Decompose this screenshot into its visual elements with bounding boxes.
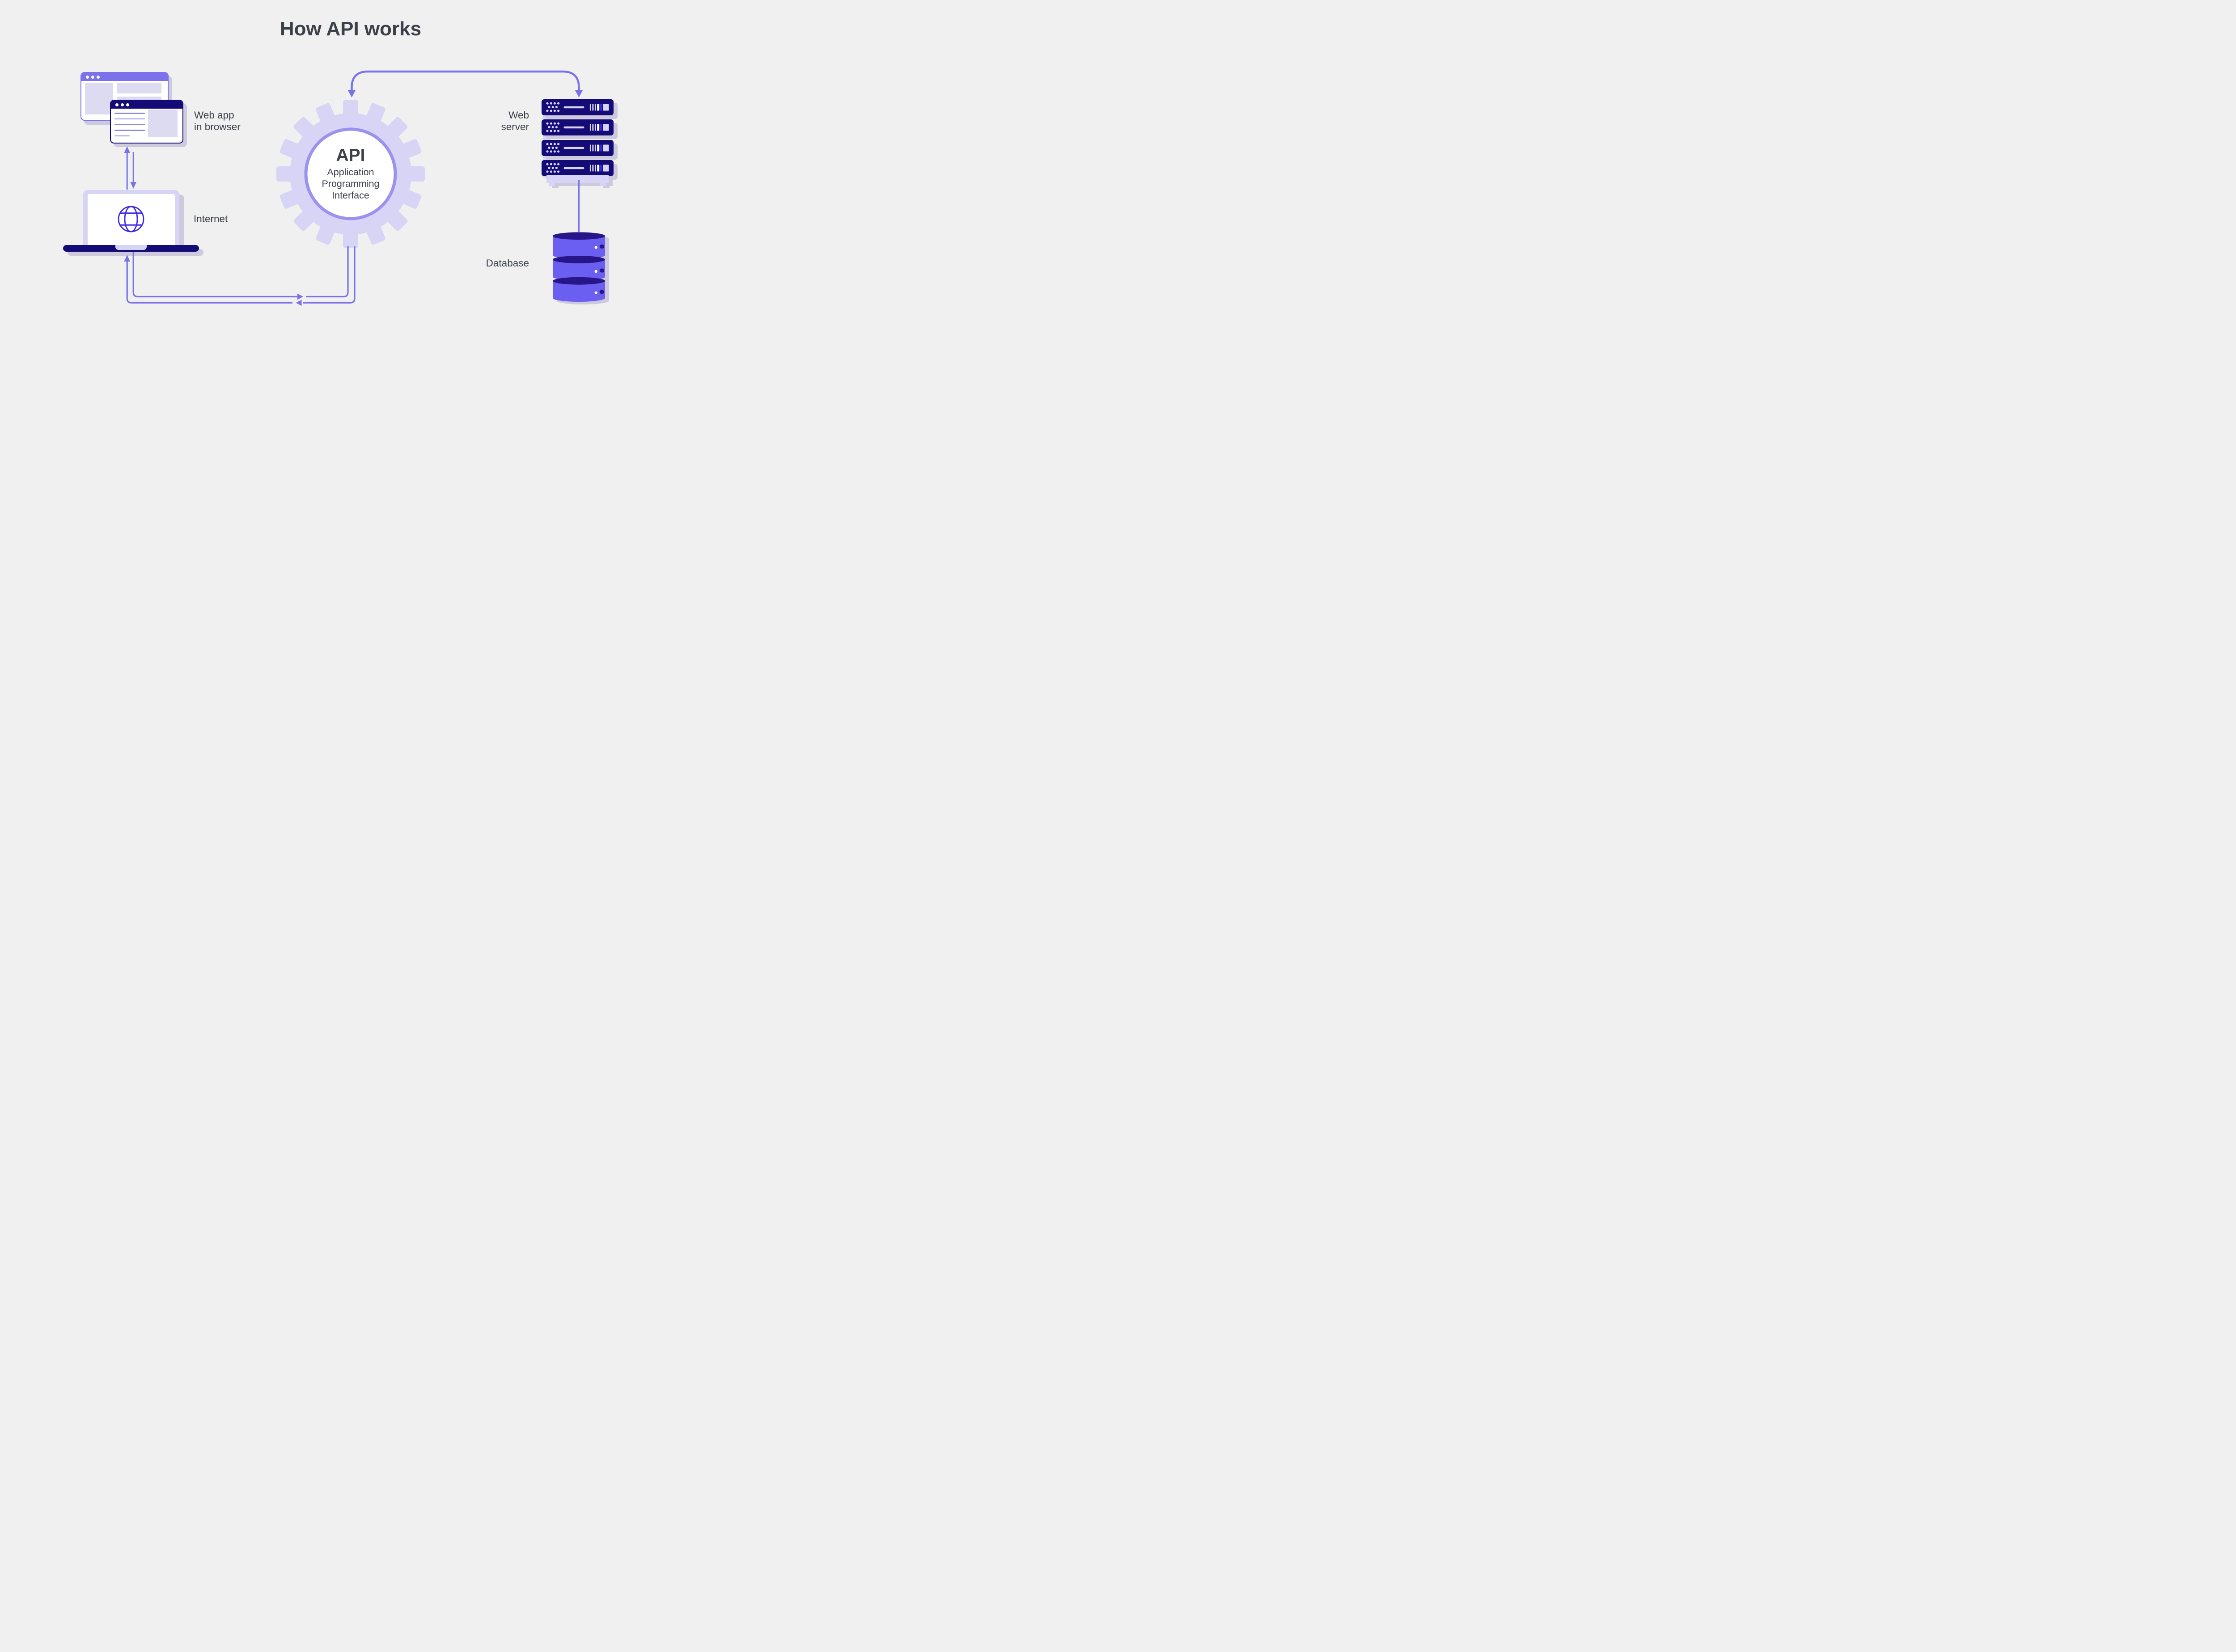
text-line-placeholder — [114, 124, 145, 125]
arrow-down-icon — [347, 90, 356, 97]
arrow-down-icon — [575, 90, 583, 97]
server-dots — [546, 122, 560, 132]
arrow-up-icon — [124, 255, 130, 262]
db-led-white — [594, 291, 597, 295]
server-foot — [600, 183, 606, 186]
page-title: How API works — [280, 18, 422, 40]
db-led-dark — [599, 268, 604, 273]
arrow-left-icon — [296, 300, 302, 306]
server-dots — [546, 143, 560, 152]
arrow-laptop-api — [132, 246, 349, 300]
server-slot-line — [563, 167, 584, 169]
server-stand — [546, 175, 609, 183]
window-dot-icon — [121, 103, 124, 106]
database-disc — [553, 256, 605, 281]
database-icon — [553, 232, 609, 304]
server-foot — [549, 183, 555, 186]
server-unit-icon — [542, 160, 614, 176]
arrow-api-laptop — [124, 246, 356, 306]
window-dot-icon — [97, 75, 100, 79]
web-server-label-line1: Web — [508, 110, 529, 121]
web-app-label-line1: Web app — [194, 110, 234, 121]
server-dots — [546, 163, 560, 173]
web-server-label: Web server — [501, 110, 529, 133]
server-unit-icon — [542, 139, 614, 156]
text-line-placeholder — [114, 113, 145, 114]
api-subtitle: Application Programming Interface — [284, 166, 418, 201]
server-drive-bars — [589, 124, 609, 131]
window-dot-icon — [126, 103, 129, 106]
api-subtitle-line2: Programming — [322, 178, 380, 189]
internet-label: Internet — [194, 213, 228, 224]
server-drive-bars — [589, 165, 609, 172]
text-line-placeholder — [114, 118, 145, 120]
window-dot-icon — [86, 75, 89, 79]
arrow-right-icon — [297, 293, 303, 300]
api-subtitle-line3: Interface — [332, 190, 369, 201]
server-drive-bars — [589, 144, 609, 151]
db-led-white — [594, 246, 597, 249]
server-unit-graphic — [546, 122, 609, 132]
web-server-label-line2: server — [501, 121, 529, 132]
db-led-white — [594, 270, 597, 273]
text-line-placeholder — [114, 129, 145, 131]
content-placeholder-block — [148, 109, 178, 137]
laptop-notch — [115, 245, 147, 250]
db-led-dark — [599, 290, 604, 294]
server-slot-line — [563, 147, 584, 149]
gear-icon — [276, 100, 425, 248]
server-slot-line — [563, 126, 584, 129]
arrow-down-icon — [130, 182, 136, 189]
server-unit-icon — [542, 99, 614, 115]
api-title: API — [336, 146, 365, 165]
server-unit-graphic — [546, 143, 609, 152]
gear-inner-ring — [304, 127, 397, 220]
arrow-api-webserver — [347, 70, 583, 97]
content-placeholder-block — [85, 82, 113, 114]
window-dot-icon — [91, 75, 94, 79]
api-subtitle-line1: Application — [327, 167, 374, 177]
browser-titlebar — [111, 101, 182, 109]
server-unit-graphic — [546, 102, 609, 112]
database-disc — [553, 232, 605, 259]
server-drive-bars — [589, 104, 609, 110]
server-slot-line — [563, 106, 584, 108]
db-led-dark — [599, 244, 604, 249]
content-placeholder-block — [117, 82, 161, 93]
text-line-placeholder — [114, 135, 130, 137]
browser-window-front-icon — [110, 100, 183, 144]
database-label: Database — [486, 258, 529, 269]
server-dots — [546, 102, 560, 112]
arrow-up-icon — [124, 146, 130, 153]
web-app-label-line2: in browser — [194, 121, 241, 132]
how-api-works-diagram: { "title": "How API works", "nodes": { "… — [0, 0, 701, 337]
server-unit-icon — [542, 119, 614, 135]
laptop-screen — [88, 194, 175, 246]
globe-icon — [118, 206, 144, 232]
window-dot-icon — [115, 103, 119, 106]
web-app-label: Web app in browser — [194, 110, 241, 133]
arrow-laptop-browser-up — [124, 146, 130, 190]
arrow-browser-laptop-down — [130, 152, 136, 189]
server-unit-graphic — [546, 163, 609, 173]
browser-titlebar — [81, 73, 168, 81]
database-disc — [553, 277, 605, 302]
